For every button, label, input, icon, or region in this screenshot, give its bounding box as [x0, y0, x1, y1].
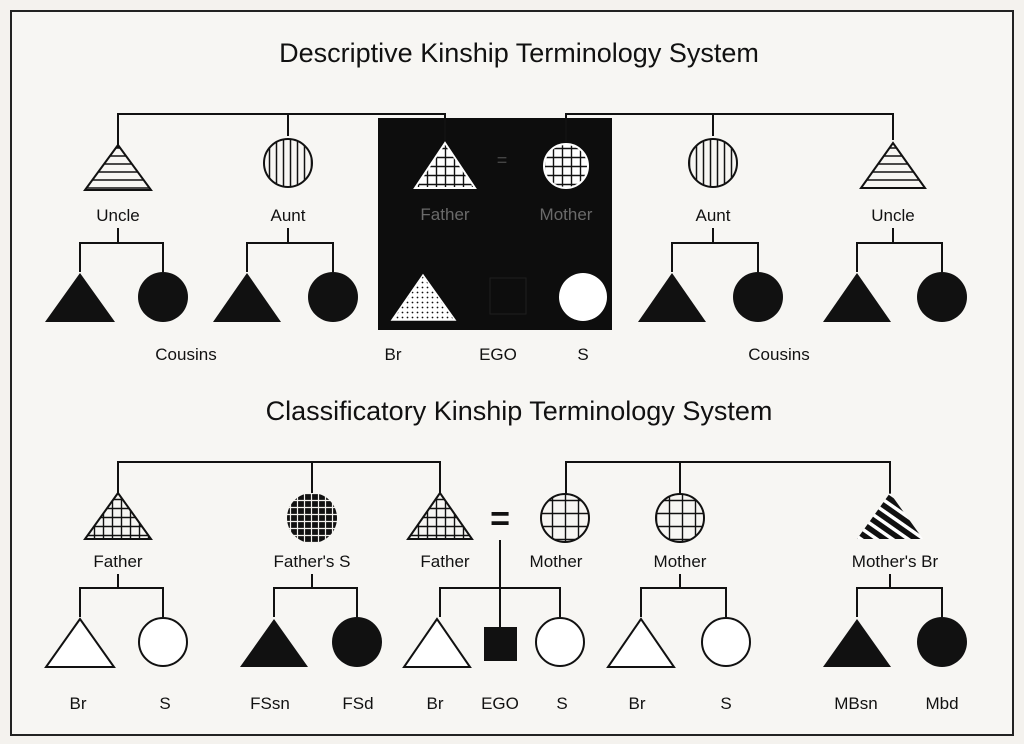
label-fsd: FSd	[342, 694, 373, 713]
mbsn-icon	[823, 619, 891, 667]
label-ego-2: EGO	[481, 694, 519, 713]
label-mother-1: Mother	[530, 552, 583, 571]
sister-1-icon	[138, 617, 188, 667]
label-sister: S	[577, 345, 588, 364]
label-aunt-right: Aunt	[696, 206, 731, 225]
label-cousins-right: Cousins	[748, 345, 809, 364]
brother-2-icon	[402, 617, 472, 668]
cousin-female-icon	[138, 272, 188, 322]
label-brother: Br	[385, 345, 402, 364]
mother-icon	[543, 143, 589, 189]
label-mothers-brother: Mother's Br	[852, 552, 939, 571]
label-ego: EGO	[479, 345, 517, 364]
brother-3-icon	[606, 617, 676, 668]
father-icon	[413, 141, 477, 189]
fssn-icon	[240, 619, 308, 667]
label-cousins-left: Cousins	[155, 345, 216, 364]
label-s-3: S	[720, 694, 731, 713]
mother-2-icon	[655, 493, 705, 543]
mother-1-icon	[540, 493, 590, 543]
mbd-icon	[917, 617, 967, 667]
descriptive-title: Descriptive Kinship Terminology System	[279, 38, 759, 68]
aunt-right-icon	[688, 138, 738, 188]
sister-icon	[559, 273, 607, 321]
label-fssn: FSsn	[250, 694, 290, 713]
cousin-male-icon	[45, 273, 115, 322]
label-br-1: Br	[70, 694, 87, 713]
cousin-female-icon	[308, 272, 358, 322]
label-aunt-left: Aunt	[271, 206, 306, 225]
ego-icon	[484, 627, 517, 661]
father-2-icon	[406, 491, 474, 540]
ego-icon	[489, 277, 527, 315]
label-father: Father	[420, 205, 469, 224]
descriptive-child-links	[79, 228, 943, 272]
label-br-2: Br	[427, 694, 444, 713]
label-father-1: Father	[93, 552, 142, 571]
uncle-left-icon	[83, 143, 153, 191]
label-s-1: S	[159, 694, 170, 713]
aunt-left-icon	[263, 138, 313, 188]
label-uncle-right: Uncle	[871, 206, 914, 225]
sister-2-icon	[535, 617, 585, 667]
marriage-sign-faded: =	[497, 150, 508, 170]
marriage-sign: =	[490, 500, 510, 538]
label-s-2: S	[556, 694, 567, 713]
mothers-brother-icon	[857, 493, 923, 539]
label-br-3: Br	[629, 694, 646, 713]
label-uncle-left: Uncle	[96, 206, 139, 225]
father-1-icon	[83, 491, 153, 540]
cousin-male-icon	[213, 273, 281, 322]
cousin-male-icon	[638, 273, 706, 322]
descriptive-parent-links	[117, 113, 894, 148]
classificatory-child-links	[79, 540, 943, 628]
uncle-right-icon	[859, 141, 927, 189]
fathers-sister-icon	[287, 493, 337, 543]
classificatory-parent-links	[117, 461, 891, 494]
sister-3-icon	[701, 617, 751, 667]
fsd-icon	[332, 617, 382, 667]
cousin-male-icon	[823, 273, 891, 322]
label-fathers-sister: Father's S	[274, 552, 351, 571]
label-mbd: Mbd	[925, 694, 958, 713]
brother-icon	[390, 273, 457, 321]
cousin-female-icon	[733, 272, 783, 322]
classificatory-title: Classificatory Kinship Terminology Syste…	[266, 396, 773, 426]
label-mother: Mother	[540, 205, 593, 224]
label-father-2: Father	[420, 552, 469, 571]
label-mbsn: MBsn	[834, 694, 877, 713]
brother-1-icon	[44, 617, 116, 668]
label-mother-2: Mother	[654, 552, 707, 571]
cousin-female-icon	[917, 272, 967, 322]
